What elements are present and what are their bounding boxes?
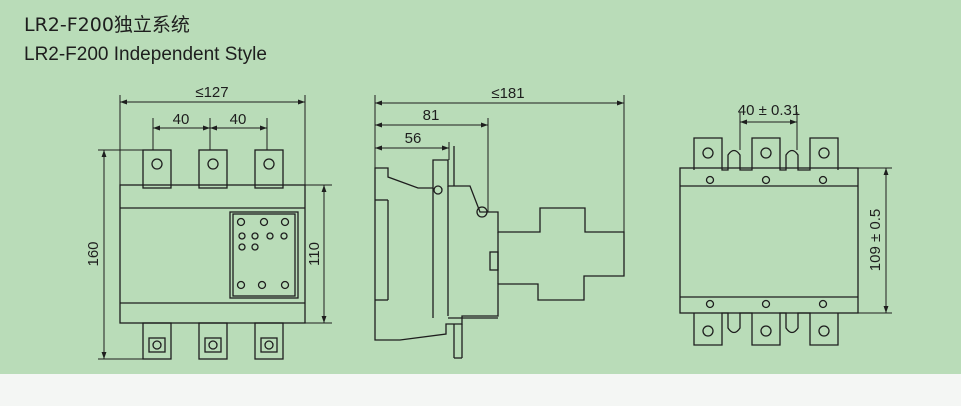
rear-pitch-label: 40 ± 0.31 bbox=[738, 102, 800, 119]
dimension-drawing: ≤127 40 40 160 110 ≤181 81 56 40 ± 0.31 … bbox=[0, 0, 961, 374]
front-pitch-left-label: 40 bbox=[173, 111, 190, 128]
rear-top-connector bbox=[693, 137, 839, 171]
control-window bbox=[229, 211, 299, 299]
title-chinese: LR2-F200独立系统 bbox=[24, 14, 190, 36]
rear-bottom-connector bbox=[693, 312, 839, 346]
title-english: LR2-F200 Independent Style bbox=[24, 44, 267, 65]
front-total-height-label: 160 bbox=[85, 241, 102, 266]
side-depth-label: ≤181 bbox=[491, 85, 524, 102]
front-top-terminal bbox=[254, 149, 284, 189]
front-bottom-terminal bbox=[254, 322, 284, 360]
rear-body bbox=[679, 167, 859, 314]
rear-view bbox=[679, 112, 892, 346]
front-top-terminal bbox=[198, 149, 228, 189]
front-body-height-label: 110 bbox=[306, 242, 323, 266]
front-bottom-terminal bbox=[142, 322, 172, 360]
side-mid-depth-label: 81 bbox=[423, 107, 440, 124]
front-bottom-terminal bbox=[198, 322, 228, 360]
front-top-terminal bbox=[142, 149, 172, 189]
front-pitch-right-label: 40 bbox=[230, 111, 247, 128]
front-width-label: ≤127 bbox=[195, 84, 228, 101]
side-view bbox=[374, 95, 625, 359]
rear-height-label: 109 ± 0.5 bbox=[867, 209, 884, 271]
panel-background bbox=[0, 0, 961, 374]
front-view bbox=[98, 95, 332, 360]
side-front-depth-label: 56 bbox=[405, 130, 422, 147]
drawing-panel: ≤127 40 40 160 110 ≤181 81 56 40 ± 0.31 … bbox=[0, 0, 961, 374]
